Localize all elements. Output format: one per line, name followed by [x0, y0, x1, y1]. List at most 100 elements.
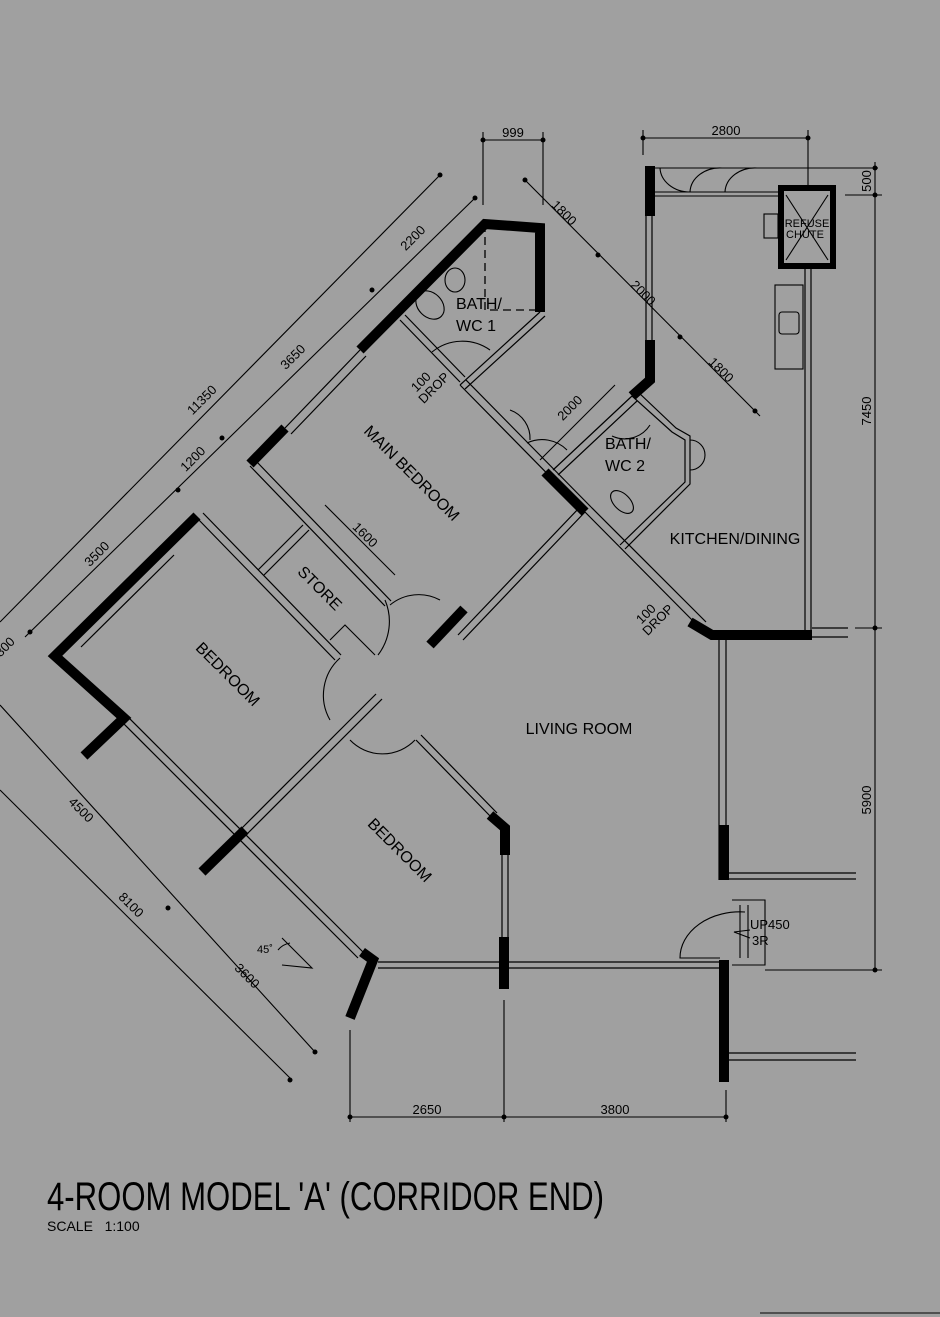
note-step-up: UP450: [750, 917, 790, 932]
cabinet-door-arcs: [659, 167, 758, 193]
partition: [462, 511, 586, 641]
angle-45-icon: [277, 937, 314, 969]
walls: [47, 166, 878, 1082]
arrow-icon: [733, 929, 751, 939]
window: [74, 549, 169, 643]
wall-segment: [628, 340, 655, 400]
dim-line-8100: [0, 789, 293, 1081]
partition: [420, 734, 498, 814]
dim-5900: 5900: [859, 786, 874, 815]
label-bath2-line1: BATH/: [605, 436, 651, 453]
refuse-chute-cross: [785, 194, 829, 261]
dim-3600: 3600: [232, 960, 263, 991]
dim-line-11350: [0, 174, 441, 623]
dim-2650: 2650: [413, 1102, 442, 1117]
store-partition: [263, 529, 310, 576]
window: [284, 349, 361, 429]
label-refuse-line1: REFUSE: [785, 218, 830, 230]
wall-segment: [47, 512, 201, 760]
dim-11350: 11350: [184, 382, 219, 417]
wall-segment: [345, 947, 380, 1020]
label-bath1-line1: BATH/: [456, 296, 502, 313]
toilet-icon: [415, 290, 445, 320]
label-refuse-line2: CHUTE: [786, 229, 824, 241]
dim-999: 999: [502, 125, 524, 140]
partition: [457, 506, 581, 636]
partition: [459, 311, 541, 386]
partition: [202, 512, 342, 656]
window: [80, 554, 175, 648]
label-bath2-line2: WC 2: [605, 458, 645, 475]
toilet-icon: [610, 490, 634, 514]
basin-icon: [444, 267, 466, 293]
label-store: STORE: [294, 563, 345, 614]
door-arc: [611, 424, 651, 440]
partition: [255, 460, 392, 602]
chute-hopper: [763, 213, 779, 239]
wall-segment: [246, 424, 289, 468]
door-arc: [377, 599, 390, 656]
dim-line-upper: [24, 197, 476, 638]
entry-door-arc: [679, 911, 746, 959]
partition: [196, 517, 336, 661]
dim-line-1600: [324, 504, 396, 576]
store-wall: [329, 624, 376, 656]
partition: [249, 465, 386, 607]
door-arc: [431, 340, 491, 353]
store-partition: [257, 524, 304, 571]
label-bedroom-2: BEDROOM: [364, 816, 434, 886]
note-step-risers: 3R: [752, 933, 769, 948]
door-arc: [322, 657, 341, 721]
dim-2000-upper: 2000: [628, 277, 659, 308]
door-arc: [689, 439, 706, 471]
bath2-wall: [619, 395, 686, 546]
partition: [245, 698, 383, 836]
refuse-chute-box: [778, 185, 836, 269]
dimension-lines: [0, 130, 882, 1122]
dim-1800-lower: 1800: [706, 354, 737, 385]
label-main-bedroom: MAIN BEDROOM: [360, 423, 462, 525]
dim-3500: 3500: [81, 538, 112, 569]
wall-segment: [687, 617, 812, 640]
partition: [465, 379, 592, 508]
dim-line-2000: [539, 384, 616, 461]
wall-segment: [198, 826, 249, 876]
dim-1800-upper: 1800: [549, 197, 580, 228]
notes: 100 DROP 100 DROP UP450 3R 45˚: [257, 369, 790, 956]
dim-1200: 1200: [177, 443, 208, 474]
dim-3650: 3650: [277, 341, 308, 372]
wall-segment: [426, 605, 468, 649]
label-bath1-line2: WC 1: [456, 318, 496, 335]
plan-scale: SCALE 1:100: [47, 1218, 140, 1234]
partition: [464, 315, 546, 390]
label-living-room: LIVING ROOM: [526, 721, 633, 738]
plan-title: 4-ROOM MODEL 'A' (CORRIDOR END): [47, 1175, 604, 1219]
dim-500: 500: [859, 170, 874, 192]
sink-icon: [774, 284, 804, 370]
dim-2800: 2800: [712, 123, 741, 138]
bath2-wall: [624, 391, 691, 550]
dim-800: 800: [0, 634, 18, 660]
dimension-ticks: [27, 135, 878, 1120]
door-arc: [389, 594, 441, 606]
wall-segment: [541, 468, 589, 516]
partition: [590, 506, 707, 623]
sink-basin: [778, 311, 800, 335]
door-arc: [349, 739, 416, 755]
dim-8100: 8100: [116, 889, 147, 920]
partition: [584, 511, 701, 629]
window: [290, 355, 367, 435]
bath1-dashed-line: [484, 224, 540, 311]
partition: [399, 319, 461, 383]
dim-line-right: [524, 179, 761, 417]
dim-3800: 3800: [601, 1102, 630, 1117]
wall-segment: [356, 218, 545, 354]
dim-7450: 7450: [859, 397, 874, 426]
dim-4500: 4500: [66, 794, 97, 825]
partition: [557, 400, 638, 476]
door-arc: [509, 409, 568, 451]
partition: [552, 395, 633, 471]
dim-line-4500-3600: [0, 704, 316, 1053]
partition: [404, 314, 466, 378]
